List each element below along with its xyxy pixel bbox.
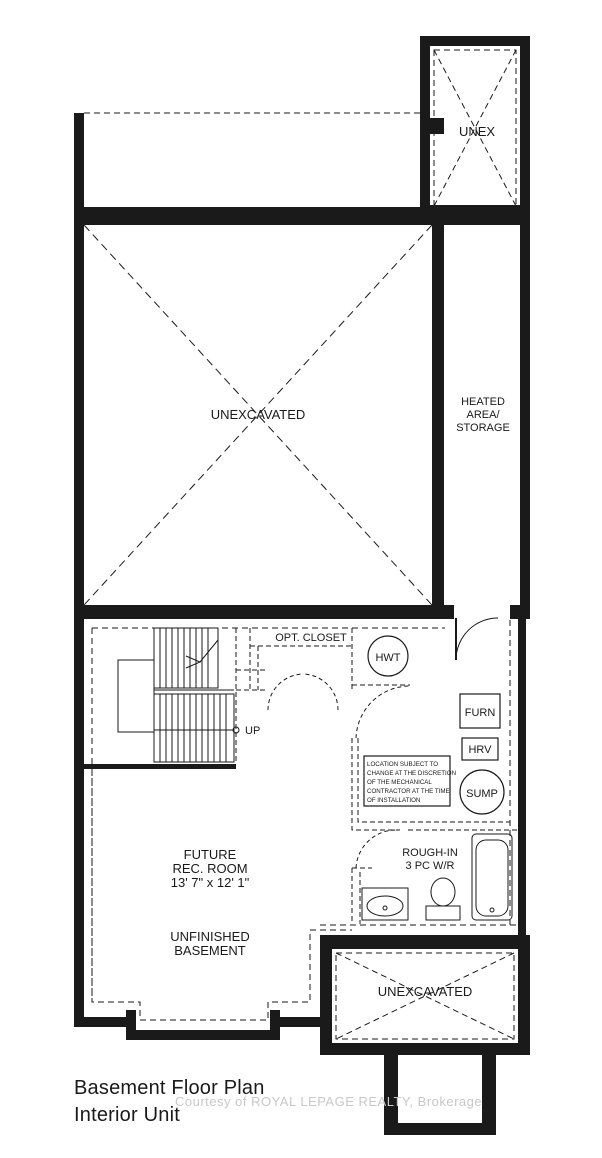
label-up: UP [245, 725, 260, 737]
note-box [363, 755, 451, 807]
note-line-2: CHANGE AT THE DISCRETION [367, 770, 456, 777]
label-unfinished-2: BASEMENT [174, 943, 246, 958]
label-unfinished-1: UNFINISHED [170, 929, 249, 944]
label-rec-dims: 13' 7" x 12' 1" [171, 875, 250, 890]
bathtub [471, 833, 513, 921]
room-labels: UNEX UNEXCAVATED HEATED AREA/ STORAGE OP… [170, 124, 510, 999]
label-furn: FURN [465, 707, 496, 719]
label-unexcavated-bottom: UNEXCAVATED [378, 984, 473, 999]
stairs [117, 627, 240, 763]
note-line-5: OF INSTALLATION [367, 797, 420, 804]
label-sump: SUMP [466, 788, 498, 800]
plan-caption-title: Basement Floor Plan [74, 1077, 265, 1099]
walls [74, 36, 530, 1135]
label-hrv: HRV [468, 744, 492, 756]
bath-fixtures [361, 833, 513, 921]
vanity [361, 887, 409, 921]
equipment [363, 635, 505, 815]
label-rec-1: FUTURE [184, 847, 237, 862]
hwt-tank [367, 635, 409, 677]
label-unex-top: UNEX [459, 124, 495, 139]
label-rough-in-2: 3 PC W/R [406, 860, 455, 872]
label-heated-2: AREA/ [466, 409, 500, 421]
hrv-box [461, 737, 499, 761]
furnace-box [459, 693, 501, 729]
toilet [425, 905, 461, 921]
label-rough-in-1: ROUGH-IN [402, 847, 458, 859]
label-hwt: HWT [375, 652, 400, 664]
note-line-4: CONTRACTOR AT THE TIME [367, 788, 450, 795]
plan-caption-subtitle: Interior Unit [74, 1104, 180, 1126]
label-heated-1: HEATED [461, 396, 505, 408]
note-line-1: LOCATION SUBJECT TO [367, 761, 438, 768]
label-opt-closet: OPT. CLOSET [275, 632, 347, 644]
brokerage-watermark: Courtesy of ROYAL LEPAGE REALTY, Brokera… [175, 1094, 483, 1109]
note-line-3: OF THE MECHANICAL [367, 779, 432, 786]
label-unexcavated-main: UNEXCAVATED [211, 407, 306, 422]
label-rec-2: REC. ROOM [172, 861, 247, 876]
sump-pit [459, 769, 505, 815]
dashed-lines [83, 49, 518, 1040]
label-heated-3: STORAGE [456, 422, 510, 434]
doors [267, 617, 499, 869]
